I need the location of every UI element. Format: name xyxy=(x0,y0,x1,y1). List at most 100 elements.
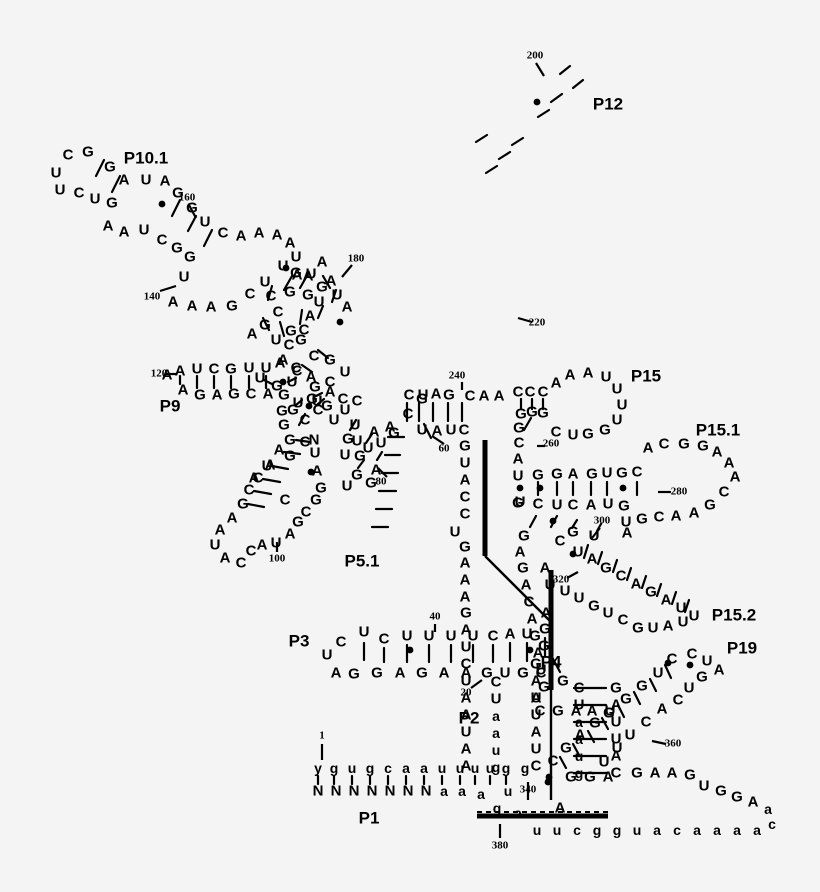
nucleotide: a xyxy=(575,714,583,730)
nucleotide: G xyxy=(532,466,544,484)
nucleotide: C xyxy=(554,532,566,550)
nucleotide: A xyxy=(530,723,542,741)
nucleotide: A xyxy=(430,385,442,403)
nucleotide: G xyxy=(539,620,551,638)
nucleotide: U xyxy=(178,268,190,286)
nucleotide: C xyxy=(666,650,678,668)
nucleotide: U xyxy=(254,369,266,387)
nucleotide: C xyxy=(658,435,670,453)
nucleotide: C xyxy=(617,611,629,629)
nucleotide: U xyxy=(588,527,600,545)
nucleotide: G xyxy=(371,664,383,682)
nucleotide: U xyxy=(573,589,585,607)
nucleotide: A xyxy=(274,354,286,372)
nucleotide: G xyxy=(388,424,400,442)
nucleotide: a xyxy=(458,783,466,799)
nucleotide: C xyxy=(272,303,284,321)
nucleotide: U xyxy=(309,444,321,462)
nucleotide: A xyxy=(330,664,342,682)
nucleotide: N xyxy=(420,782,432,800)
nucleotide: A xyxy=(102,217,114,235)
nucleotide: U xyxy=(514,493,526,511)
nucleotide: A xyxy=(256,536,268,554)
nucleotide: A xyxy=(341,298,353,316)
nucleotide: A xyxy=(305,368,317,386)
nucleotide: u xyxy=(437,760,447,776)
position-number: 80 xyxy=(375,475,387,488)
nucleotide: A xyxy=(514,543,526,561)
nucleotide: C xyxy=(653,508,665,526)
basepair-ticks xyxy=(94,64,691,786)
nucleotide: U xyxy=(277,257,289,275)
nucleotide: A xyxy=(235,227,247,245)
nucleotide: c xyxy=(673,822,681,838)
nucleotide: u xyxy=(347,760,357,776)
nucleotide: G xyxy=(171,239,183,257)
nucleotide: C xyxy=(208,360,220,378)
nucleotide: G xyxy=(276,402,288,420)
helix-label: P1 xyxy=(358,808,380,828)
nucleotide: C xyxy=(530,757,542,775)
nucleotide: U xyxy=(270,534,282,552)
nucleotide: A xyxy=(273,441,285,459)
nucleotide: u xyxy=(552,822,562,838)
nucleotide: U xyxy=(54,181,66,199)
nucleotide: A xyxy=(177,381,189,399)
nucleotide: U xyxy=(604,702,616,720)
nucleotide: u xyxy=(491,742,501,758)
position-number: 60 xyxy=(438,442,450,455)
backbone-strands xyxy=(159,62,671,838)
nucleotide: U xyxy=(417,386,429,404)
nucleotide: A xyxy=(478,387,490,405)
nucleotide: C xyxy=(524,383,536,401)
nucleotide: C xyxy=(640,713,652,731)
nucleotide: U xyxy=(423,627,435,645)
nucleotide: g xyxy=(329,760,339,776)
nucleotide: G xyxy=(552,702,564,720)
nucleotide: C xyxy=(156,231,168,249)
nucleotide: c xyxy=(768,816,776,832)
nucleotide: U xyxy=(551,496,563,514)
nucleotide: U xyxy=(460,638,472,656)
nucleotide: G xyxy=(324,351,336,369)
nucleotide: U xyxy=(683,679,695,697)
nucleotide: G xyxy=(259,316,271,334)
nucleotide: G xyxy=(517,664,529,682)
nucleotide: U xyxy=(138,221,150,239)
nucleotide: G xyxy=(416,664,428,682)
nucleotide: A xyxy=(262,385,274,403)
nucleotide: G xyxy=(184,248,196,266)
nucleotide: N xyxy=(330,782,342,800)
nucleotide: G xyxy=(284,447,296,465)
nucleotide: C xyxy=(291,362,303,380)
nucleotide: G xyxy=(278,416,290,434)
nucleotide: U xyxy=(616,396,628,414)
nucleotide: C xyxy=(523,593,535,611)
nucleotide: A xyxy=(649,764,661,782)
nucleotide: U xyxy=(199,213,211,231)
nucleotide: A xyxy=(493,387,505,405)
helix-label: P4 xyxy=(540,652,562,672)
nucleotide: A xyxy=(302,267,314,285)
nucleotide: A xyxy=(214,521,226,539)
nucleotide: A xyxy=(460,689,472,707)
position-number: 300 xyxy=(593,514,611,527)
nucleotide: A xyxy=(368,423,380,441)
nucleotide: C xyxy=(299,433,311,451)
nucleotide: U xyxy=(677,613,689,631)
position-number: 40 xyxy=(429,610,441,623)
nucleotide: U xyxy=(449,523,461,541)
helix-label: P9 xyxy=(159,396,181,416)
nucleotide: C xyxy=(244,285,256,303)
nucleotide: G xyxy=(309,378,321,396)
nucleotide: C xyxy=(73,184,85,202)
nucleotide: C xyxy=(547,752,559,770)
nucleotide: U xyxy=(416,421,428,439)
nucleotide: C xyxy=(487,627,499,645)
nucleotide: U xyxy=(602,495,614,513)
position-number: 340 xyxy=(519,783,537,796)
nucleotide: A xyxy=(431,422,443,440)
position-number: 380 xyxy=(491,839,509,852)
nucleotide: A xyxy=(688,504,700,522)
nucleotide: N xyxy=(384,782,396,800)
